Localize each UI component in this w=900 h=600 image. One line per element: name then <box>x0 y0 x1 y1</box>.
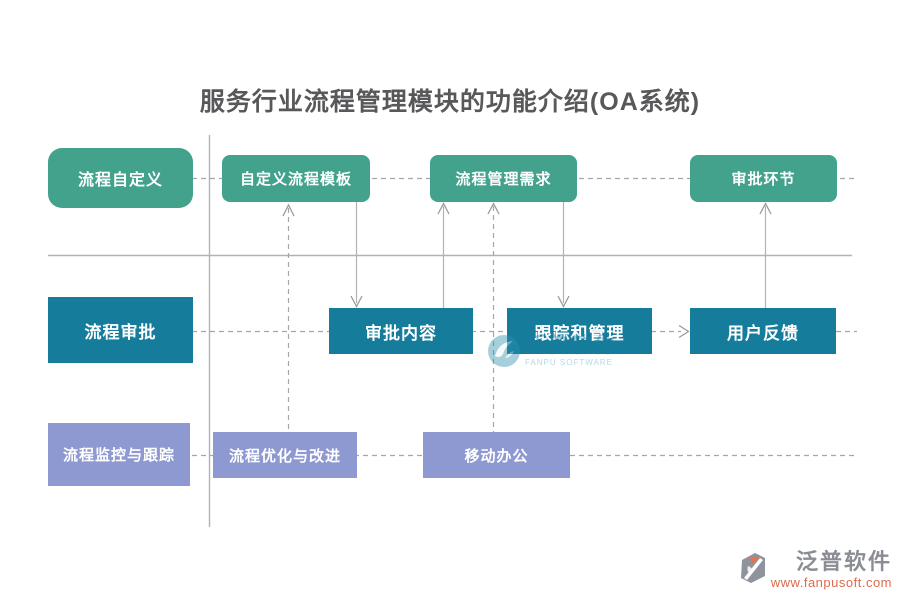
lead-process-approval: 流程审批 <box>48 297 193 363</box>
node-approval-step: 审批环节 <box>690 155 837 202</box>
watermark-footer-url: www.fanpusoft.com <box>770 575 892 590</box>
page-title: 服务行业流程管理模块的功能介绍(OA系统) <box>199 88 701 116</box>
watermark-footer-brand: 泛普软件 <box>795 549 892 574</box>
node-mobile-office: 移动办公 <box>423 432 570 478</box>
watermark-footer: 泛普软件 www.fanpusoft.com <box>738 550 892 590</box>
lead-process-monitor: 流程监控与跟踪 <box>48 423 190 486</box>
arrow-up-into-approval-step <box>759 202 772 215</box>
arrow-down-into-approval-content <box>350 295 363 308</box>
arrow-up-into-needs-left <box>437 202 450 215</box>
lead-process-custom: 流程自定义 <box>48 148 193 208</box>
fanpu-footer-logo-icon <box>740 553 765 583</box>
node-approval-content: 审批内容 <box>329 308 473 354</box>
arrow-up-into-template <box>282 203 295 217</box>
node-user-feedback: 用户反馈 <box>690 308 836 354</box>
node-custom-template: 自定义流程模板 <box>222 155 370 202</box>
arrow-up-into-needs-right <box>487 202 500 215</box>
node-optimize-improve: 流程优化与改进 <box>213 432 357 478</box>
node-management-needs: 流程管理需求 <box>430 155 577 202</box>
arrow-down-into-track <box>557 295 570 308</box>
node-track-manage: 跟踪和管理 <box>507 308 652 354</box>
arrow-right-into-user-feedback <box>678 324 690 339</box>
